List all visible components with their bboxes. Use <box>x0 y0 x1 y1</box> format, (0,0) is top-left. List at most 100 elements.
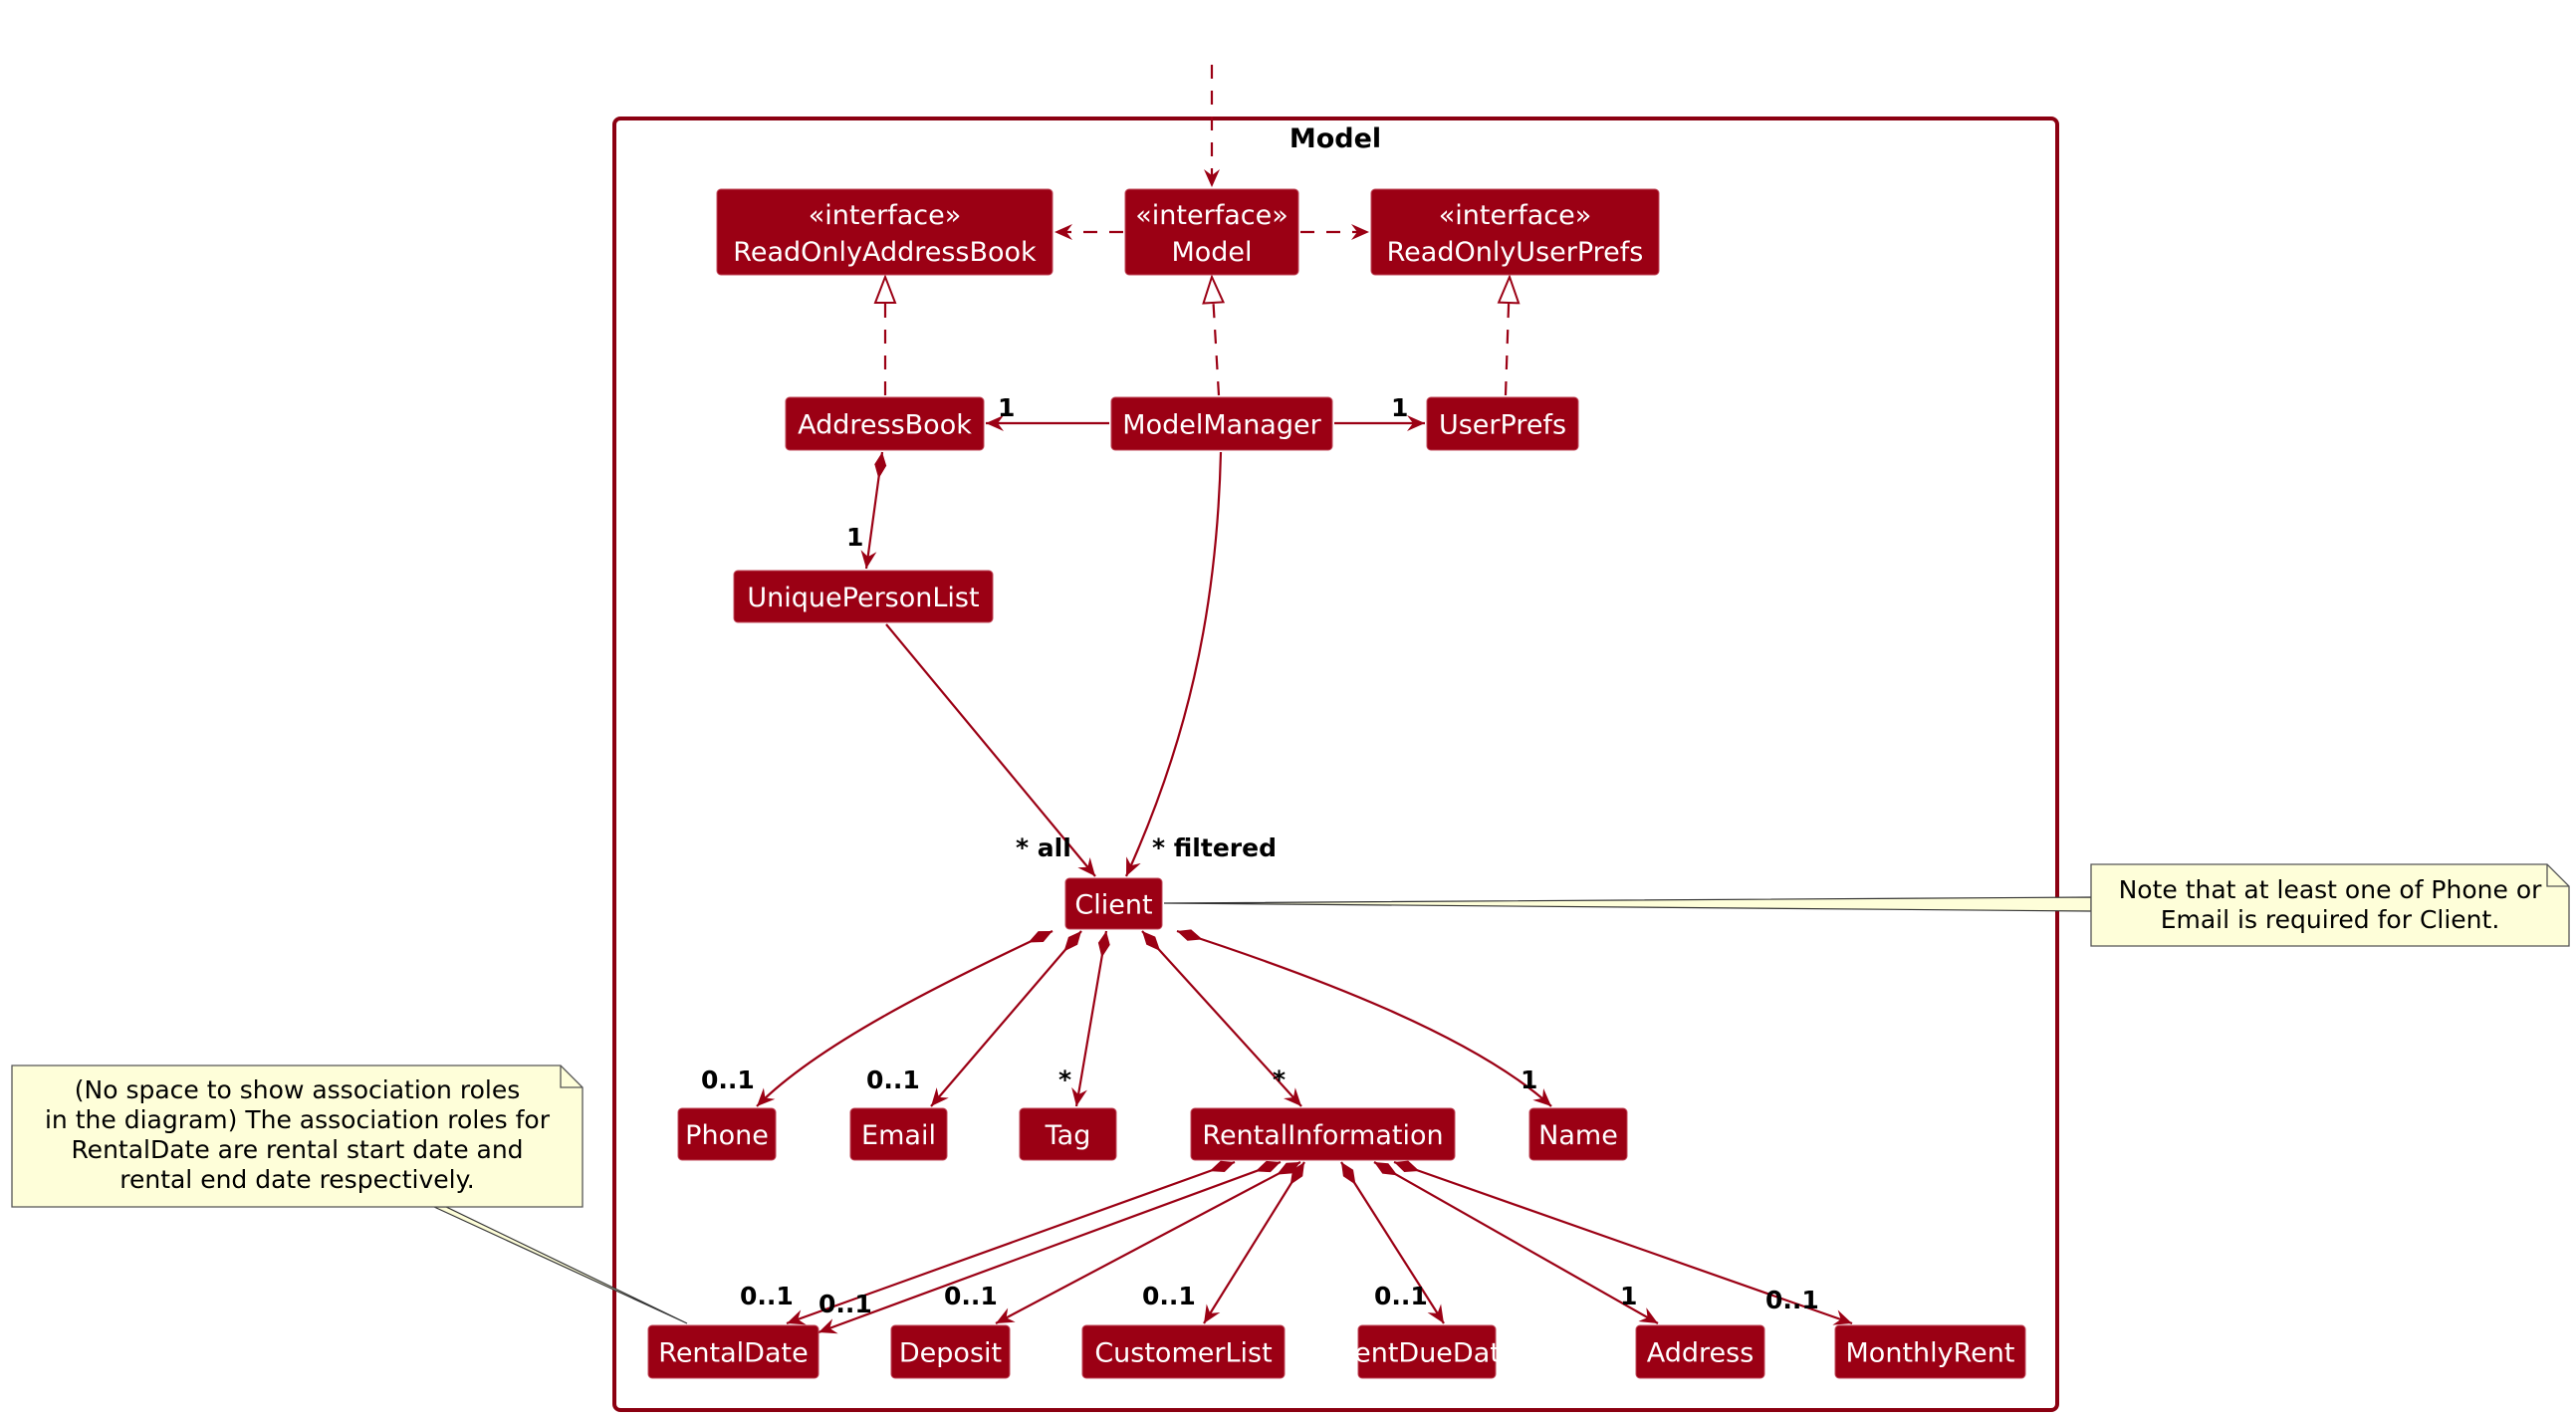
package-title: Model <box>1289 123 1381 154</box>
multiplicity-label: 0..1 <box>1142 1282 1196 1310</box>
class-customer-list: CustomerList <box>1081 1324 1286 1379</box>
class-name: AddressBook <box>798 410 972 441</box>
class-model-manager: ModelManager <box>1110 396 1333 451</box>
class-box <box>1426 396 1579 451</box>
edge-rental-information-to-monthly-rent <box>1393 1160 1853 1325</box>
edges <box>756 65 1853 1334</box>
class-name: Name <box>1528 1107 1628 1161</box>
note-line: in the diagram) The association roles fo… <box>45 1105 551 1134</box>
multiplicity-label: 0..1 <box>944 1282 998 1310</box>
class-box <box>733 570 994 623</box>
edge-unique-person-list-to-client <box>885 623 1096 877</box>
class-box <box>1635 1324 1765 1379</box>
edge-client-to-email <box>930 930 1082 1107</box>
note-line: RentalDate are rental start date and <box>71 1135 523 1164</box>
class-unique-person-list: UniquePersonList <box>733 570 994 623</box>
multiplicity-label: 0..1 <box>701 1065 755 1094</box>
class-box <box>1019 1107 1117 1161</box>
class-name: UniquePersonList <box>747 583 979 613</box>
class-box <box>1357 1324 1497 1379</box>
package-frame <box>612 117 2059 1412</box>
class-name: Tag <box>1045 1120 1091 1151</box>
class-box <box>1064 877 1163 930</box>
multiplicity-label: 1 <box>998 393 1015 422</box>
class-name: UserPrefs <box>1439 410 1566 441</box>
note-client-note: Note that at least one of Phone orEmail … <box>1163 863 2570 947</box>
multiplicity-label: * <box>1273 1065 1286 1094</box>
class-name: RentalInformation <box>1202 1120 1443 1151</box>
multiplicity-label: 0..1 <box>1374 1282 1428 1310</box>
note-line: (No space to show association roles <box>75 1075 520 1104</box>
class-name: ReadOnlyUserPrefs <box>1387 237 1644 268</box>
class-address-book: AddressBook <box>785 396 985 451</box>
multiplicity-label: 1 <box>1391 393 1408 422</box>
package-model: Model <box>612 117 2059 1412</box>
multiplicity-label: 0..1 <box>866 1065 920 1094</box>
class-name: MonthlyRent <box>1846 1338 2015 1369</box>
class-read-only-address-book: «interface» ReadOnlyAddressBook <box>716 188 1054 276</box>
class-tag: Tag <box>1019 1107 1117 1161</box>
note-connector <box>433 1206 688 1324</box>
multiplicity-label: 0..1 <box>1765 1286 1819 1314</box>
class-name: Email <box>861 1120 936 1151</box>
note-body <box>11 1065 584 1208</box>
class-email: Email <box>849 1107 948 1161</box>
class-name: Model <box>1171 237 1252 268</box>
class-rent-due-date: RentDueDate <box>1337 1324 1518 1379</box>
class-rental-information: RentalInformation <box>1190 1107 1456 1161</box>
class-address: Address <box>1635 1324 1765 1379</box>
class-name: Name <box>1538 1120 1618 1151</box>
class-box <box>1528 1107 1628 1161</box>
multiplicity-labels: 1 1 1 * all * filtered 0..1 0..1 * * 1 0..1 0..1 0..… <box>701 393 1819 1318</box>
note-line: Note that at least one of Phone or <box>2119 875 2543 904</box>
edge-address-book-to-unique-person-list <box>860 451 887 570</box>
class-name: ModelManager <box>1122 410 1321 441</box>
edge-rental-information-to-rental-date <box>818 1160 1282 1334</box>
multiplicity-label: 0..1 <box>819 1290 872 1318</box>
class-stereotype: «interface» <box>1439 200 1591 231</box>
notes: Note that at least one of Phone orEmail … <box>11 863 2570 1324</box>
multiplicity-label: * all <box>1016 833 1071 862</box>
class-user-prefs: UserPrefs <box>1426 396 1579 451</box>
class-name: Deposit <box>899 1338 1002 1369</box>
note-line: rental end date respectively. <box>119 1165 475 1194</box>
class-box <box>1124 188 1299 276</box>
note-fold-icon <box>560 1065 583 1088</box>
class-box <box>785 396 985 451</box>
class-box <box>1834 1324 2026 1379</box>
class-box <box>1110 396 1333 451</box>
class-box <box>1190 1107 1456 1161</box>
class-phone: Phone <box>677 1107 777 1161</box>
edge-client-to-name <box>1176 929 1552 1107</box>
edge-model-manager-to-client <box>1124 451 1223 877</box>
class-model: «interface» Model <box>1124 188 1299 276</box>
class-monthly-rent: MonthlyRent <box>1834 1324 2026 1379</box>
class-box <box>1081 1324 1286 1379</box>
class-client: Client <box>1064 877 1163 930</box>
note-fold-icon <box>2546 864 2569 887</box>
class-box <box>890 1324 1011 1379</box>
edge-model-manager-to-model <box>1202 274 1226 396</box>
class-stereotype: «interface» <box>809 200 961 231</box>
class-deposit: Deposit <box>890 1324 1011 1379</box>
class-box <box>716 188 1054 276</box>
class-name: RentDueDate <box>1337 1338 1518 1369</box>
note-body <box>2090 863 2570 947</box>
class-box <box>849 1107 948 1161</box>
multiplicity-label: * <box>1058 1065 1071 1094</box>
class-stereotype: «interface» <box>1135 200 1288 231</box>
multiplicity-label: 1 <box>846 523 863 552</box>
multiplicity-label: 0..1 <box>740 1282 794 1310</box>
class-box <box>677 1107 777 1161</box>
class-name: RentalDate <box>658 1338 808 1369</box>
class-name: ReadOnlyAddressBook <box>733 237 1037 268</box>
multiplicity-label: * filtered <box>1152 833 1277 862</box>
class-rental-date: RentalDate <box>647 1324 820 1379</box>
edge-client-to-tag <box>1071 930 1110 1107</box>
class-box <box>1370 188 1660 276</box>
multiplicity-label: 1 <box>1521 1065 1537 1094</box>
class-read-only-user-prefs: «interface» ReadOnlyUserPrefs <box>1370 188 1660 276</box>
note-connector <box>1163 896 2092 912</box>
